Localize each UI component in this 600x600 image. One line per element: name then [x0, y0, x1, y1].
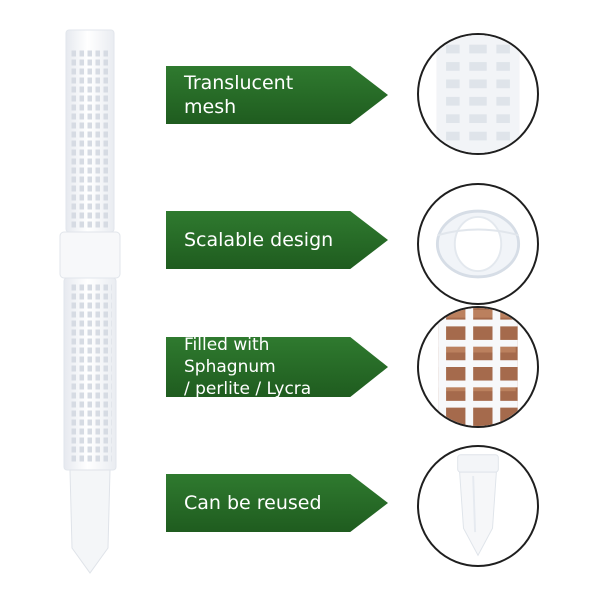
feature-label-text: Translucent mesh — [184, 72, 294, 118]
feature-label-reusable: Can be reused — [166, 474, 388, 532]
feature-label-text-line1: Filled with Sphagnum — [184, 335, 276, 377]
feature-label-filled: Filled with Sphagnum / perlite / Lycra — [166, 337, 388, 397]
feature-label-text-line2: / perlite / Lycra — [184, 379, 312, 399]
feature-label-translucent-mesh: Translucent mesh — [166, 66, 388, 124]
feature-label-text: Scalable design — [184, 229, 334, 251]
spike-end-icon — [417, 445, 539, 567]
connector-ring-icon — [417, 183, 539, 305]
filled-mesh-closeup-icon — [417, 306, 539, 428]
mesh-closeup-icon — [417, 33, 539, 155]
feature-label-scalable-design: Scalable design — [166, 211, 388, 269]
feature-label-text: Can be reused — [184, 492, 322, 514]
